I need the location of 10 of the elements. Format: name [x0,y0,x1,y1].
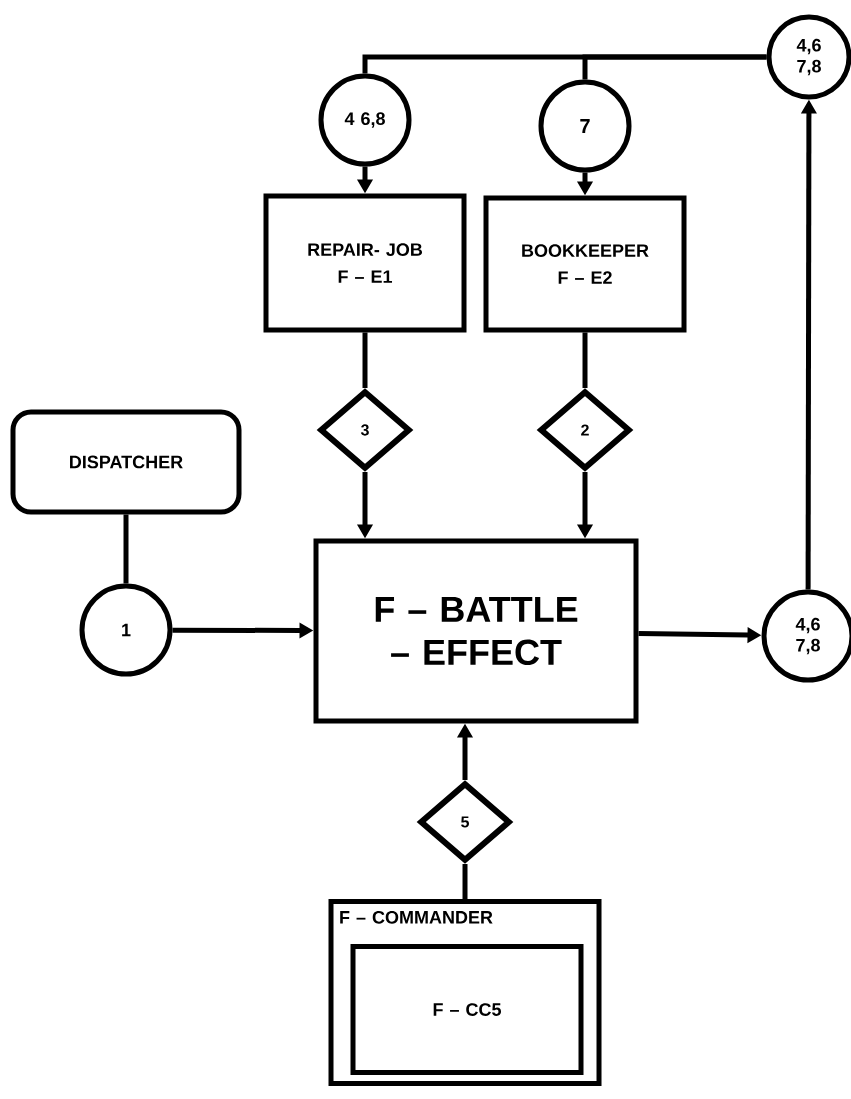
process-box: F – CC5 [350,944,584,1075]
process-box: REPAIR- JOB F – E1 [263,193,467,333]
process-box: BOOKKEEPER F – E2 [483,195,687,333]
connector-line [362,332,368,388]
connector-line [123,514,129,584]
connector-line [462,864,468,899]
connector-line [582,54,767,80]
terminal-box: DISPATCHER [10,409,242,515]
connector-line [582,332,588,388]
process-box: F – BATTLE – EFFECT [313,538,639,724]
